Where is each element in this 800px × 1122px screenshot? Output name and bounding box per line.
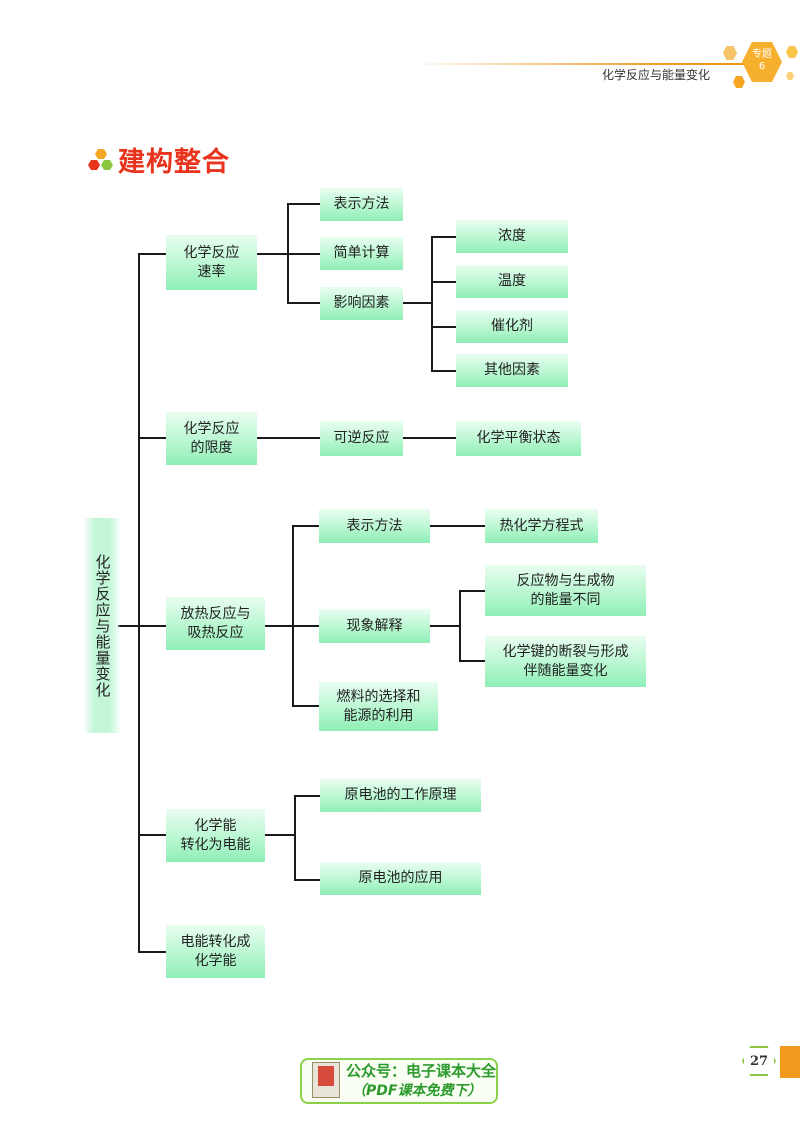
branch-exo-endo: 放热反应与 吸热反应 xyxy=(166,597,265,650)
connector-line xyxy=(430,625,460,627)
node-energy-difference: 反应物与生成物 的能量不同 xyxy=(485,565,646,616)
connector-line xyxy=(431,326,456,328)
connector-line xyxy=(294,879,320,881)
connector-line xyxy=(292,525,319,527)
node-thermochemical-equation: 热化学方程式 xyxy=(485,509,598,543)
connector-line xyxy=(459,660,485,662)
branch-reaction-rate: 化学反应 速率 xyxy=(166,235,257,290)
node-galvanic-principle: 原电池的工作原理 xyxy=(320,779,481,812)
connector-line xyxy=(403,302,431,304)
page-number: 27 xyxy=(742,1046,776,1076)
branch-electric-to-chem: 电能转化成 化学能 xyxy=(166,925,265,978)
node-galvanic-application: 原电池的应用 xyxy=(320,862,481,895)
connector-line xyxy=(287,302,320,304)
node-other-factors: 其他因素 xyxy=(456,354,568,387)
chapter-title: 化学反应与能量变化 xyxy=(601,68,710,82)
node-influencing-factors: 影响因素 xyxy=(320,287,403,320)
page-edge-bar xyxy=(780,1046,800,1078)
connector-line xyxy=(257,437,320,439)
node-reversible-reaction: 可逆反应 xyxy=(320,421,403,456)
connector-line xyxy=(431,236,433,371)
connector-line xyxy=(287,203,320,205)
connector-line xyxy=(292,705,319,707)
connector-line xyxy=(138,834,166,836)
section-title: 建构整合 xyxy=(118,147,230,178)
connector-line xyxy=(459,590,485,592)
connector-line xyxy=(118,625,140,627)
connector-line xyxy=(292,625,319,627)
connector-line xyxy=(430,525,485,527)
node-expression-method: 表示方法 xyxy=(320,188,403,221)
topic-badge: 专题 6 xyxy=(742,42,782,82)
node-concentration: 浓度 xyxy=(456,220,568,253)
node-equilibrium-state: 化学平衡状态 xyxy=(456,421,581,456)
watermark-line1: 公众号：电子课本大全 xyxy=(346,1062,497,1080)
topic-number: 6 xyxy=(758,61,766,72)
connector-line xyxy=(294,795,296,880)
topic-label: 专题 xyxy=(752,49,772,60)
connector-line xyxy=(265,834,295,836)
connector-line xyxy=(403,437,456,439)
connector-line xyxy=(294,795,320,797)
hexagon-decoration xyxy=(723,46,737,60)
node-temperature: 温度 xyxy=(456,265,568,298)
hexagon-cluster-icon xyxy=(88,149,113,170)
root-node: 化学反应与能量变化 xyxy=(84,518,120,733)
hexagon-decoration xyxy=(786,46,798,58)
connector-line xyxy=(431,281,456,283)
node-expression-method-2: 表示方法 xyxy=(319,509,430,543)
node-fuel-and-energy: 燃料的选择和 能源的利用 xyxy=(319,682,438,731)
connector-line xyxy=(265,625,293,627)
connector-line xyxy=(138,253,140,953)
hexagon-decoration xyxy=(786,72,794,80)
connector-line xyxy=(138,253,166,255)
connector-line xyxy=(431,236,456,238)
connector-line xyxy=(459,590,461,661)
node-phenomenon-explanation: 现象解释 xyxy=(319,609,430,643)
connector-line xyxy=(287,253,320,255)
branch-chem-to-electric: 化学能 转化为电能 xyxy=(166,809,265,862)
hexagon-decoration xyxy=(733,76,745,88)
connector-line xyxy=(431,370,456,372)
connector-line xyxy=(138,437,166,439)
connector-line xyxy=(292,525,294,706)
connector-line xyxy=(138,625,166,627)
node-simple-calculation: 简单计算 xyxy=(320,237,403,270)
node-bond-breaking-forming: 化学键的断裂与形成 伴随能量变化 xyxy=(485,636,646,687)
header-rule xyxy=(410,63,750,65)
connector-line xyxy=(138,951,166,953)
branch-reaction-limit: 化学反应 的限度 xyxy=(166,412,257,465)
connector-line xyxy=(257,253,287,255)
watermark-line2: （PDF课本免费下） xyxy=(352,1083,482,1099)
book-cover-icon xyxy=(318,1066,334,1086)
node-catalyst: 催化剂 xyxy=(456,310,568,343)
